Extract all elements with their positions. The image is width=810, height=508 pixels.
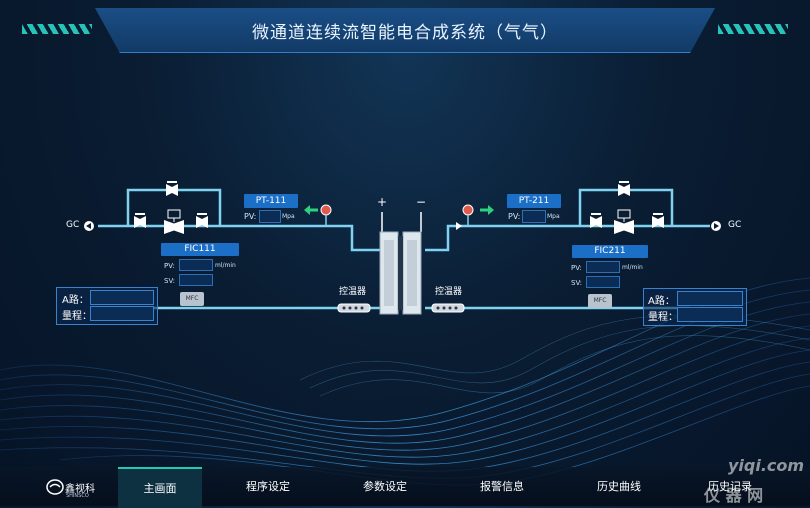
fic211-pv-field: [586, 261, 620, 273]
header-stripe-left: [22, 24, 92, 34]
watermark-brand: 仪 器 网: [704, 486, 764, 505]
pt211-pv-label: PV:: [508, 212, 521, 221]
pt111-unit: Mpa: [282, 213, 295, 220]
fic111-sv-field[interactable]: [179, 274, 213, 286]
flow-arrow-right-icon: [480, 205, 494, 215]
pt111-pv-field: [259, 210, 281, 223]
left-range-field[interactable]: [90, 306, 154, 321]
pressure-gauge-left-icon: [320, 204, 332, 216]
reactor-plus-label: +: [377, 195, 388, 209]
nav-history-curve[interactable]: 历史曲线: [597, 480, 641, 493]
right-range-field[interactable]: [677, 307, 743, 322]
heater-right-label: 控温器: [435, 287, 463, 297]
fic211-pv-label: PV:: [571, 264, 582, 272]
pt111-tag: PT-111: [244, 194, 298, 208]
nav-main[interactable]: 主画面: [118, 467, 202, 508]
watermark-site: yiqi.com: [728, 456, 805, 475]
logo-text: 鑫视科: [65, 484, 95, 495]
nav-parameter-settings[interactable]: 参数设定: [363, 480, 407, 493]
header-band: [95, 8, 715, 53]
logo-icon: [46, 479, 64, 495]
logo-subtext: SHINSCO: [66, 493, 89, 499]
fic111-pv-field: [179, 259, 213, 271]
heater-right-icon: [431, 303, 465, 313]
pt211-unit: Mpa: [547, 213, 560, 220]
header-stripe-right: [718, 24, 788, 34]
fic211-tag: FIC211: [572, 245, 648, 258]
left-route-field[interactable]: [90, 290, 154, 305]
nav-program-settings[interactable]: 程序设定: [246, 480, 290, 493]
fic111-unit: ml/min: [215, 262, 236, 269]
fic111-pv-label: PV:: [164, 262, 175, 270]
flow-direction-icon: [456, 222, 462, 230]
left-valves: [134, 181, 208, 234]
gc-right-label: GC: [728, 220, 742, 230]
right-valves: [590, 181, 664, 234]
gc-left-label: GC: [66, 220, 80, 230]
nav-alarm-info[interactable]: 报警信息: [480, 480, 524, 493]
pt211-pv-field: [522, 210, 546, 223]
heater-left-icon: [337, 303, 371, 313]
left-range-label: 量程：: [62, 311, 92, 322]
fic111-tag: FIC111: [161, 243, 239, 256]
fic211-sv-label: SV:: [571, 279, 583, 287]
pt211-tag: PT-211: [507, 194, 561, 208]
reactor-minus-label: −: [416, 195, 427, 209]
reactor-cell: [379, 212, 422, 315]
page-title: 微通道连续流智能电合成系统（气气）: [252, 23, 558, 43]
pressure-gauge-right-icon: [462, 204, 474, 216]
heater-left-label: 控温器: [339, 287, 367, 297]
fic211-unit: ml/min: [622, 264, 643, 271]
right-range-label: 量程：: [648, 312, 678, 323]
nav-history-records[interactable]: 历史记录: [708, 480, 752, 493]
right-route-label: A路：: [648, 296, 675, 307]
left-route-label: A路：: [62, 295, 89, 306]
fic211-sv-field[interactable]: [586, 276, 620, 288]
right-route-field[interactable]: [677, 291, 743, 306]
mfc-left: MFC: [180, 292, 204, 306]
flow-arrow-left-icon: [304, 205, 318, 215]
fic111-sv-label: SV:: [164, 277, 176, 285]
mfc-right: MFC: [588, 294, 612, 308]
pt111-pv-label: PV:: [244, 212, 257, 221]
